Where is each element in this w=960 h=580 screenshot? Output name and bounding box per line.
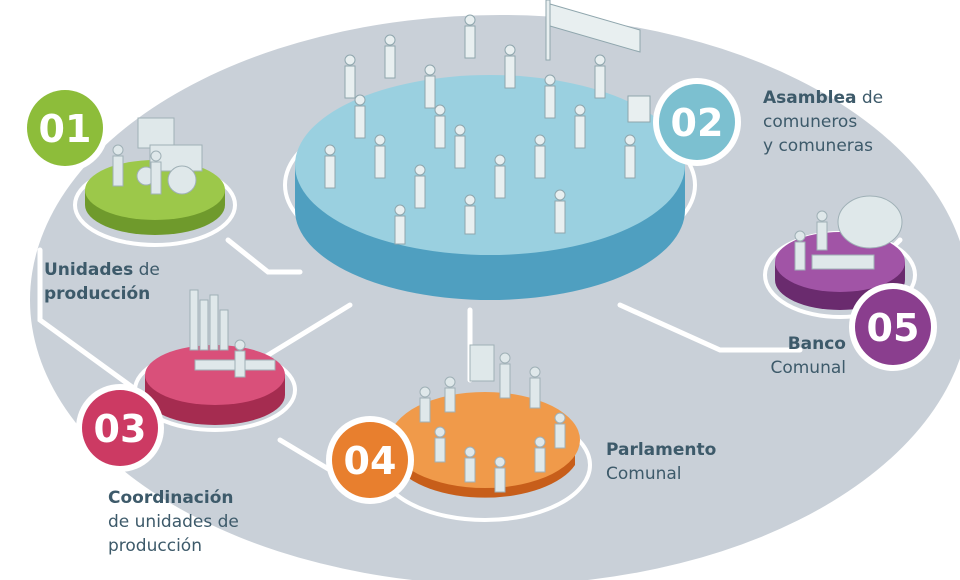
label-bold: Unidades	[44, 260, 134, 280]
badge-01: 01	[21, 84, 109, 172]
banner-icon	[545, 0, 651, 123]
chart-board-icon	[189, 289, 276, 378]
node-unidades	[73, 117, 237, 247]
label-banco: Banco Comunal	[760, 332, 846, 380]
badge-05: 05	[849, 283, 937, 371]
label-line2: comuneros	[763, 112, 858, 132]
label-coordinacion: Coordinación de unidades de producción	[108, 486, 239, 558]
label-line3: producción	[108, 536, 202, 556]
node-asamblea	[283, 0, 697, 300]
label-bold: Asamblea	[763, 88, 857, 108]
label-parlamento: Parlamento Comunal	[606, 438, 716, 486]
label-bold: Banco	[787, 334, 846, 354]
label-unidades: Unidades de producción	[44, 258, 160, 306]
assembly-people	[324, 14, 636, 245]
badge-number: 02	[671, 101, 724, 145]
badge-number: 05	[867, 306, 920, 350]
badge-number: 03	[94, 407, 147, 451]
piggy-bank-icon	[794, 195, 903, 271]
badge-number: 01	[39, 107, 92, 151]
badge-04: 04	[326, 416, 414, 504]
badge-03: 03	[76, 384, 164, 472]
farmer-figures	[112, 144, 162, 195]
label-line2: producción	[44, 284, 151, 304]
label-bold: Coordinación	[108, 488, 234, 508]
label-asamblea: Asamblea de comuneros y comuneras	[763, 86, 883, 158]
label-line2: Comunal	[770, 358, 846, 378]
parliament-people	[419, 344, 566, 493]
label-bold: Parlamento	[606, 440, 717, 460]
node-banco	[763, 195, 917, 319]
label-rest: de	[133, 260, 160, 280]
label-line2: Comunal	[606, 464, 682, 484]
badge-number: 04	[344, 439, 397, 483]
label-rest: de	[856, 88, 884, 108]
label-line2: de unidades de	[108, 512, 239, 532]
node-parlamento	[378, 344, 592, 522]
badge-02: 02	[653, 78, 741, 166]
label-line3: y comuneras	[763, 136, 874, 156]
